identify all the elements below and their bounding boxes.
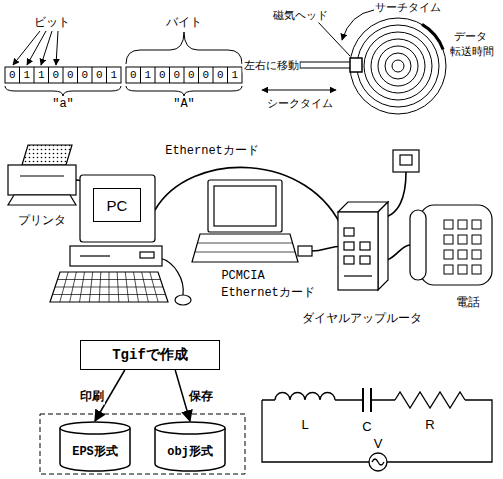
edge-label: 印刷 bbox=[79, 387, 105, 404]
part-label: PCMCIA bbox=[220, 269, 265, 283]
bit-digit: 0 bbox=[201, 69, 210, 81]
bit-digit: 0 bbox=[8, 69, 17, 81]
component-label: L bbox=[300, 417, 309, 432]
process-box: Tgifで作成 bbox=[80, 340, 220, 370]
edge-label: 保存 bbox=[188, 387, 214, 404]
bit-digit: 1 bbox=[230, 69, 239, 81]
inductor-symbol bbox=[275, 393, 335, 400]
network-illustration bbox=[8, 145, 492, 305]
lcr-circuit bbox=[262, 388, 492, 471]
part-label: データ bbox=[453, 29, 488, 44]
part-label: サーチタイム bbox=[374, 0, 442, 15]
part-label: Ethernetカード bbox=[220, 284, 316, 301]
bit-label: ビット bbox=[33, 14, 71, 31]
part-label: 転送時間 bbox=[449, 44, 495, 59]
node-text: obj形式 bbox=[167, 443, 213, 460]
capacitor-symbol bbox=[363, 388, 371, 412]
ac-source-symbol bbox=[369, 453, 387, 471]
node-text: PC bbox=[107, 197, 128, 214]
storage-cylinder: EPS形式 bbox=[59, 421, 131, 471]
part-label: ダイヤルアップルータ bbox=[301, 310, 423, 327]
storage-cylinder: obj形式 bbox=[154, 421, 226, 471]
component-label: V bbox=[373, 436, 384, 451]
bit-digit: 1 bbox=[109, 69, 118, 81]
bit-digit: 0 bbox=[95, 69, 104, 81]
monitor-screen: PC bbox=[93, 188, 141, 222]
bit-digit: 0 bbox=[66, 69, 75, 81]
bit-digit: 1 bbox=[37, 69, 46, 81]
component-label: R bbox=[424, 417, 435, 432]
bit-digit: 0 bbox=[129, 69, 138, 81]
node-text: Tgifで作成 bbox=[112, 346, 188, 364]
part-label: 電話 bbox=[455, 294, 481, 311]
part-label: 左右に移動 bbox=[243, 58, 300, 73]
component-label: C bbox=[361, 419, 372, 434]
part-label: プリンタ bbox=[17, 212, 67, 229]
bit-digit: 1 bbox=[143, 69, 152, 81]
character-label: "a" bbox=[51, 97, 75, 111]
bit-digit: 0 bbox=[80, 69, 89, 81]
bit-digit: 0 bbox=[158, 69, 167, 81]
bit-digit: 0 bbox=[187, 69, 196, 81]
bit-digit: 1 bbox=[22, 69, 31, 81]
dashed-group bbox=[40, 414, 245, 474]
bit-row bbox=[5, 31, 242, 96]
resistor-symbol bbox=[395, 392, 465, 408]
bit-digit: 0 bbox=[172, 69, 181, 81]
part-label: 磁気ヘッド bbox=[272, 8, 329, 23]
part-label: シークタイム bbox=[266, 96, 334, 111]
bit-digit: 0 bbox=[216, 69, 225, 81]
node-text: EPS形式 bbox=[72, 443, 118, 460]
part-label: Ethernetカード bbox=[164, 142, 260, 159]
character-label: "A" bbox=[172, 97, 196, 111]
bit-digit: 0 bbox=[51, 69, 60, 81]
byte-label: バイト bbox=[165, 14, 203, 31]
